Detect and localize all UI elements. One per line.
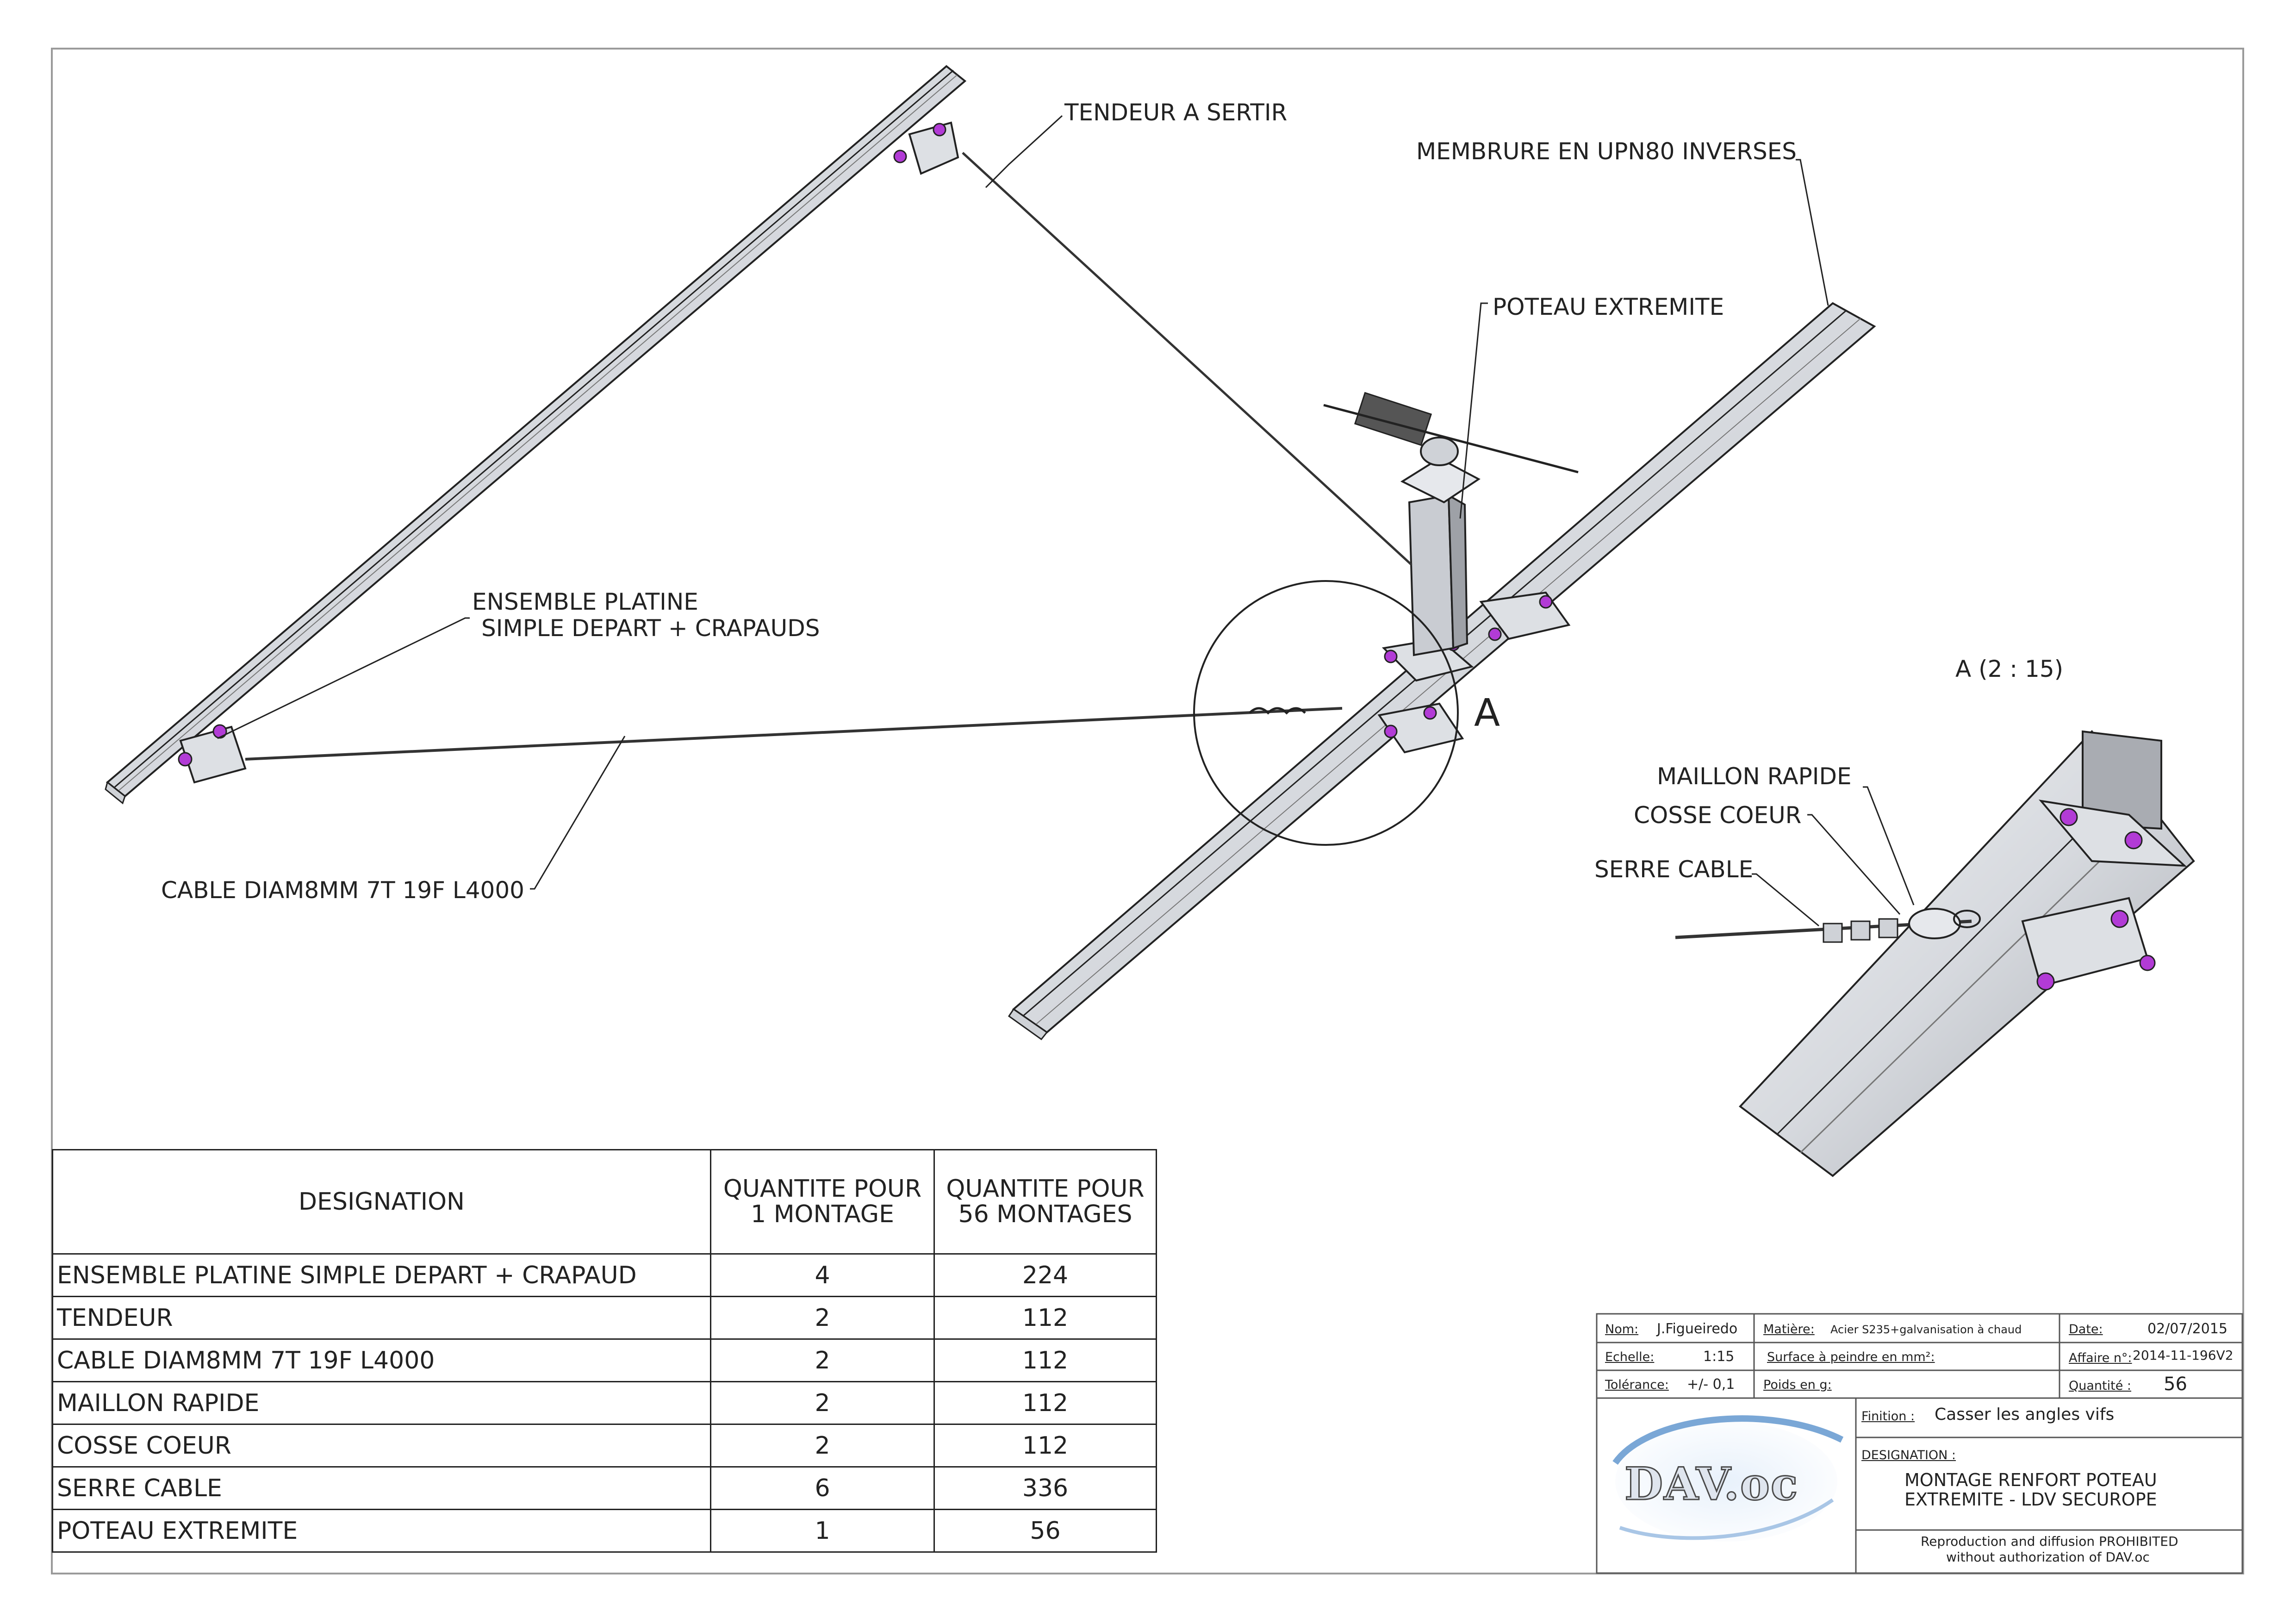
- tb-finition-label: Finition :: [1861, 1409, 1915, 1424]
- bom-qty1: 2: [710, 1381, 935, 1425]
- bom-qty1: 2: [710, 1424, 935, 1468]
- bottom-left-plate: [178, 724, 247, 784]
- bom-qty56: 336: [933, 1466, 1157, 1510]
- tb-affaire-label: Affaire n°:: [2069, 1351, 2132, 1365]
- table-row: SERRE CABLE 6 336: [52, 1466, 1157, 1510]
- table-row: TENDEUR 2 112: [52, 1296, 1157, 1340]
- title-block: Nom: J.Figueiredo Matière: Acier S235+ga…: [1597, 1314, 2242, 1573]
- callout-tendeur: TENDEUR A SERTIR: [1064, 99, 1288, 126]
- callout-ensemble-line2: SIMPLE DEPART + CRAPAUDS: [481, 615, 820, 642]
- tb-nom-label: Nom:: [1605, 1322, 1639, 1337]
- tb-echelle-value: 1:15: [1703, 1349, 1735, 1365]
- callout-maillon: MAILLON RAPIDE: [1657, 763, 1852, 790]
- tb-quantite-value: 56: [2164, 1374, 2187, 1395]
- bom-designation: ENSEMBLE PLATINE SIMPLE DEPART + CRAPAUD: [52, 1253, 711, 1297]
- detail-circle-a: [1193, 580, 1459, 846]
- tb-nom-value: J.Figueiredo: [1657, 1321, 1738, 1337]
- bom-header-qty56-line1: QUANTITE POUR: [946, 1175, 1145, 1203]
- tb-poids-label: Poids en g:: [1763, 1378, 1832, 1392]
- tb-date-label: Date:: [2069, 1322, 2103, 1337]
- bom-qty1: 1: [710, 1509, 935, 1553]
- leader-lines: [217, 115, 1915, 927]
- bom-header-qty56-line2: 56 MONTAGES: [958, 1200, 1132, 1228]
- bom-designation: SERRE CABLE: [52, 1466, 711, 1510]
- logo-text: DAV.oc: [1624, 1458, 1799, 1510]
- detail-view-a: [1675, 730, 2195, 1177]
- bom-designation: COSSE COEUR: [52, 1424, 711, 1468]
- sheet-border: [51, 48, 2244, 1574]
- bom-qty1: 4: [710, 1253, 935, 1297]
- bom-header-qty56: QUANTITE POUR 56 MONTAGES: [933, 1149, 1157, 1255]
- detail-title: A (2 : 15): [1955, 656, 2064, 682]
- bom-designation: MAILLON RAPIDE: [52, 1381, 711, 1425]
- bom-header-row: DESIGNATION QUANTITE POUR 1 MONTAGE QUAN…: [52, 1149, 1157, 1255]
- bom-qty1: 2: [710, 1296, 935, 1340]
- bom-qty1: 2: [710, 1338, 935, 1382]
- table-row: MAILLON RAPIDE 2 112: [52, 1381, 1157, 1425]
- bom-header-designation: DESIGNATION: [52, 1149, 711, 1255]
- bom-qty56: 112: [933, 1338, 1157, 1382]
- bom-designation: CABLE DIAM8MM 7T 19F L4000: [52, 1338, 711, 1382]
- callout-ensemble-line1: ENSEMBLE PLATINE: [472, 588, 698, 615]
- bom-header-qty1-line2: 1 MONTAGE: [751, 1200, 894, 1228]
- detail-marker-a: A: [1474, 691, 1500, 735]
- callout-poteau: POTEAU EXTREMITE: [1493, 294, 1724, 320]
- callout-cable: CABLE DIAM8MM 7T 19F L4000: [161, 877, 524, 904]
- end-post: [1323, 392, 1579, 656]
- tb-echelle-label: Echelle:: [1605, 1350, 1655, 1364]
- tb-finition-value: Casser les angles vifs: [1935, 1405, 2115, 1424]
- callout-cosse: COSSE COEUR: [1634, 802, 1802, 829]
- tb-repro-line1: Reproduction and diffusion PROHIBITED: [1921, 1534, 2178, 1549]
- tb-affaire-value: 2014-11-196V2: [2133, 1348, 2234, 1363]
- bom-designation: POTEAU EXTREMITE: [52, 1509, 711, 1553]
- tb-designation-label: DESIGNATION :: [1861, 1448, 1956, 1462]
- bom-designation: TENDEUR: [52, 1296, 711, 1340]
- tb-matiere-value: Acier S235+galvanisation à chaud: [1830, 1323, 2022, 1336]
- tb-quantite-label: Quantité :: [2069, 1379, 2131, 1393]
- bom-qty56: 112: [933, 1424, 1157, 1468]
- callout-membrure: MEMBRURE EN UPN80 INVERSES: [1416, 138, 1797, 165]
- bom-qty56: 112: [933, 1296, 1157, 1340]
- table-row: CABLE DIAM8MM 7T 19F L4000 2 112: [52, 1338, 1157, 1382]
- bom-qty56: 224: [933, 1253, 1157, 1297]
- table-row: POTEAU EXTREMITE 1 56: [52, 1509, 1157, 1553]
- callout-serre: SERRE CABLE: [1594, 856, 1754, 883]
- tb-date-value: 02/07/2015: [2147, 1321, 2228, 1337]
- left-beam: [105, 65, 967, 805]
- bom-qty56: 56: [933, 1509, 1157, 1553]
- bom-qty56: 112: [933, 1381, 1157, 1425]
- tb-repro-line2: without authorization of DAV.oc: [1946, 1549, 2150, 1565]
- top-plate: [893, 121, 959, 175]
- bom-header-qty1: QUANTITE POUR 1 MONTAGE: [710, 1149, 935, 1255]
- title-block-grid: [1596, 1313, 2243, 1574]
- tb-surface-label: Surface à peindre en mm²:: [1767, 1350, 1935, 1364]
- tb-tolerance-value: +/- 0,1: [1687, 1376, 1735, 1393]
- dav-oc-logo: [1612, 1415, 1844, 1542]
- tb-matiere-label: Matière:: [1763, 1322, 1815, 1337]
- bom-header-qty1-line1: QUANTITE POUR: [723, 1175, 922, 1203]
- bom-qty1: 6: [710, 1466, 935, 1510]
- bill-of-materials: DESIGNATION QUANTITE POUR 1 MONTAGE QUAN…: [52, 1149, 1157, 1553]
- cables: [245, 152, 1412, 761]
- tb-designation-line2: EXTREMITE - LDV SECUROPE: [1904, 1489, 2157, 1510]
- tb-tolerance-label: Tolérance:: [1605, 1378, 1669, 1392]
- table-row: ENSEMBLE PLATINE SIMPLE DEPART + CRAPAUD…: [52, 1253, 1157, 1297]
- tb-designation-line1: MONTAGE RENFORT POTEAU: [1904, 1470, 2157, 1490]
- table-row: COSSE COEUR 2 112: [52, 1424, 1157, 1468]
